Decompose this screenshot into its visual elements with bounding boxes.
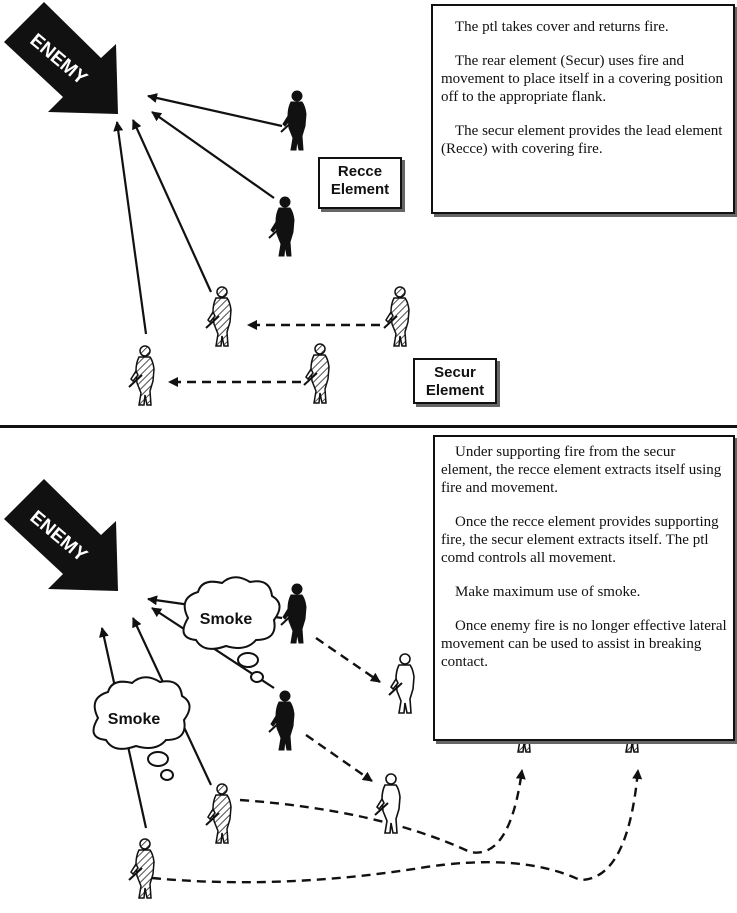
recce-soldiers-new-positions — [374, 653, 415, 834]
top-paragraph: The secur element provides the lead elem… — [441, 123, 723, 157]
secur-label-line: Element — [425, 382, 485, 399]
smoke-label-1: Smoke — [200, 611, 253, 628]
secur-soldiers-top — [128, 286, 410, 406]
recce-label-line: Element — [330, 181, 390, 198]
top-paragraph: The rear element (Secur) uses fire and m… — [441, 53, 724, 105]
smoke-cloud-1: Smoke — [182, 576, 281, 683]
bottom-paragraph: Once the recce element provides supporti… — [441, 514, 719, 566]
top-description-box: The ptl takes cover and returns fire. Th… — [431, 4, 735, 214]
recce-label-line: Recce — [337, 163, 383, 180]
secur-label-line: Secur — [434, 364, 476, 381]
fire-arrows-top — [113, 93, 283, 335]
bottom-paragraph: Make maximum use of smoke. — [455, 584, 641, 600]
bottom-description-box: Under supporting fire from the secur ele… — [433, 435, 735, 741]
recce-element-label: Recce Element — [318, 157, 402, 209]
enemy-arrow-bottom: ENEMY — [4, 479, 118, 591]
top-paragraph: The ptl takes cover and returns fire. — [455, 19, 669, 35]
bottom-paragraph: Under supporting fire from the secur ele… — [441, 444, 722, 496]
movement-arrows-top — [168, 320, 380, 387]
smoke-label-2: Smoke — [108, 711, 161, 728]
recce-soldiers-top — [268, 90, 307, 257]
bottom-paragraph: Once enemy fire is no longer effective l… — [441, 618, 727, 670]
panel-divider — [0, 425, 737, 428]
enemy-arrow-top: ENEMY — [4, 2, 118, 114]
withdrawal-arrows — [151, 637, 643, 884]
smoke-cloud-2: Smoke — [92, 676, 191, 781]
secur-element-label: Secur Element — [413, 358, 497, 404]
